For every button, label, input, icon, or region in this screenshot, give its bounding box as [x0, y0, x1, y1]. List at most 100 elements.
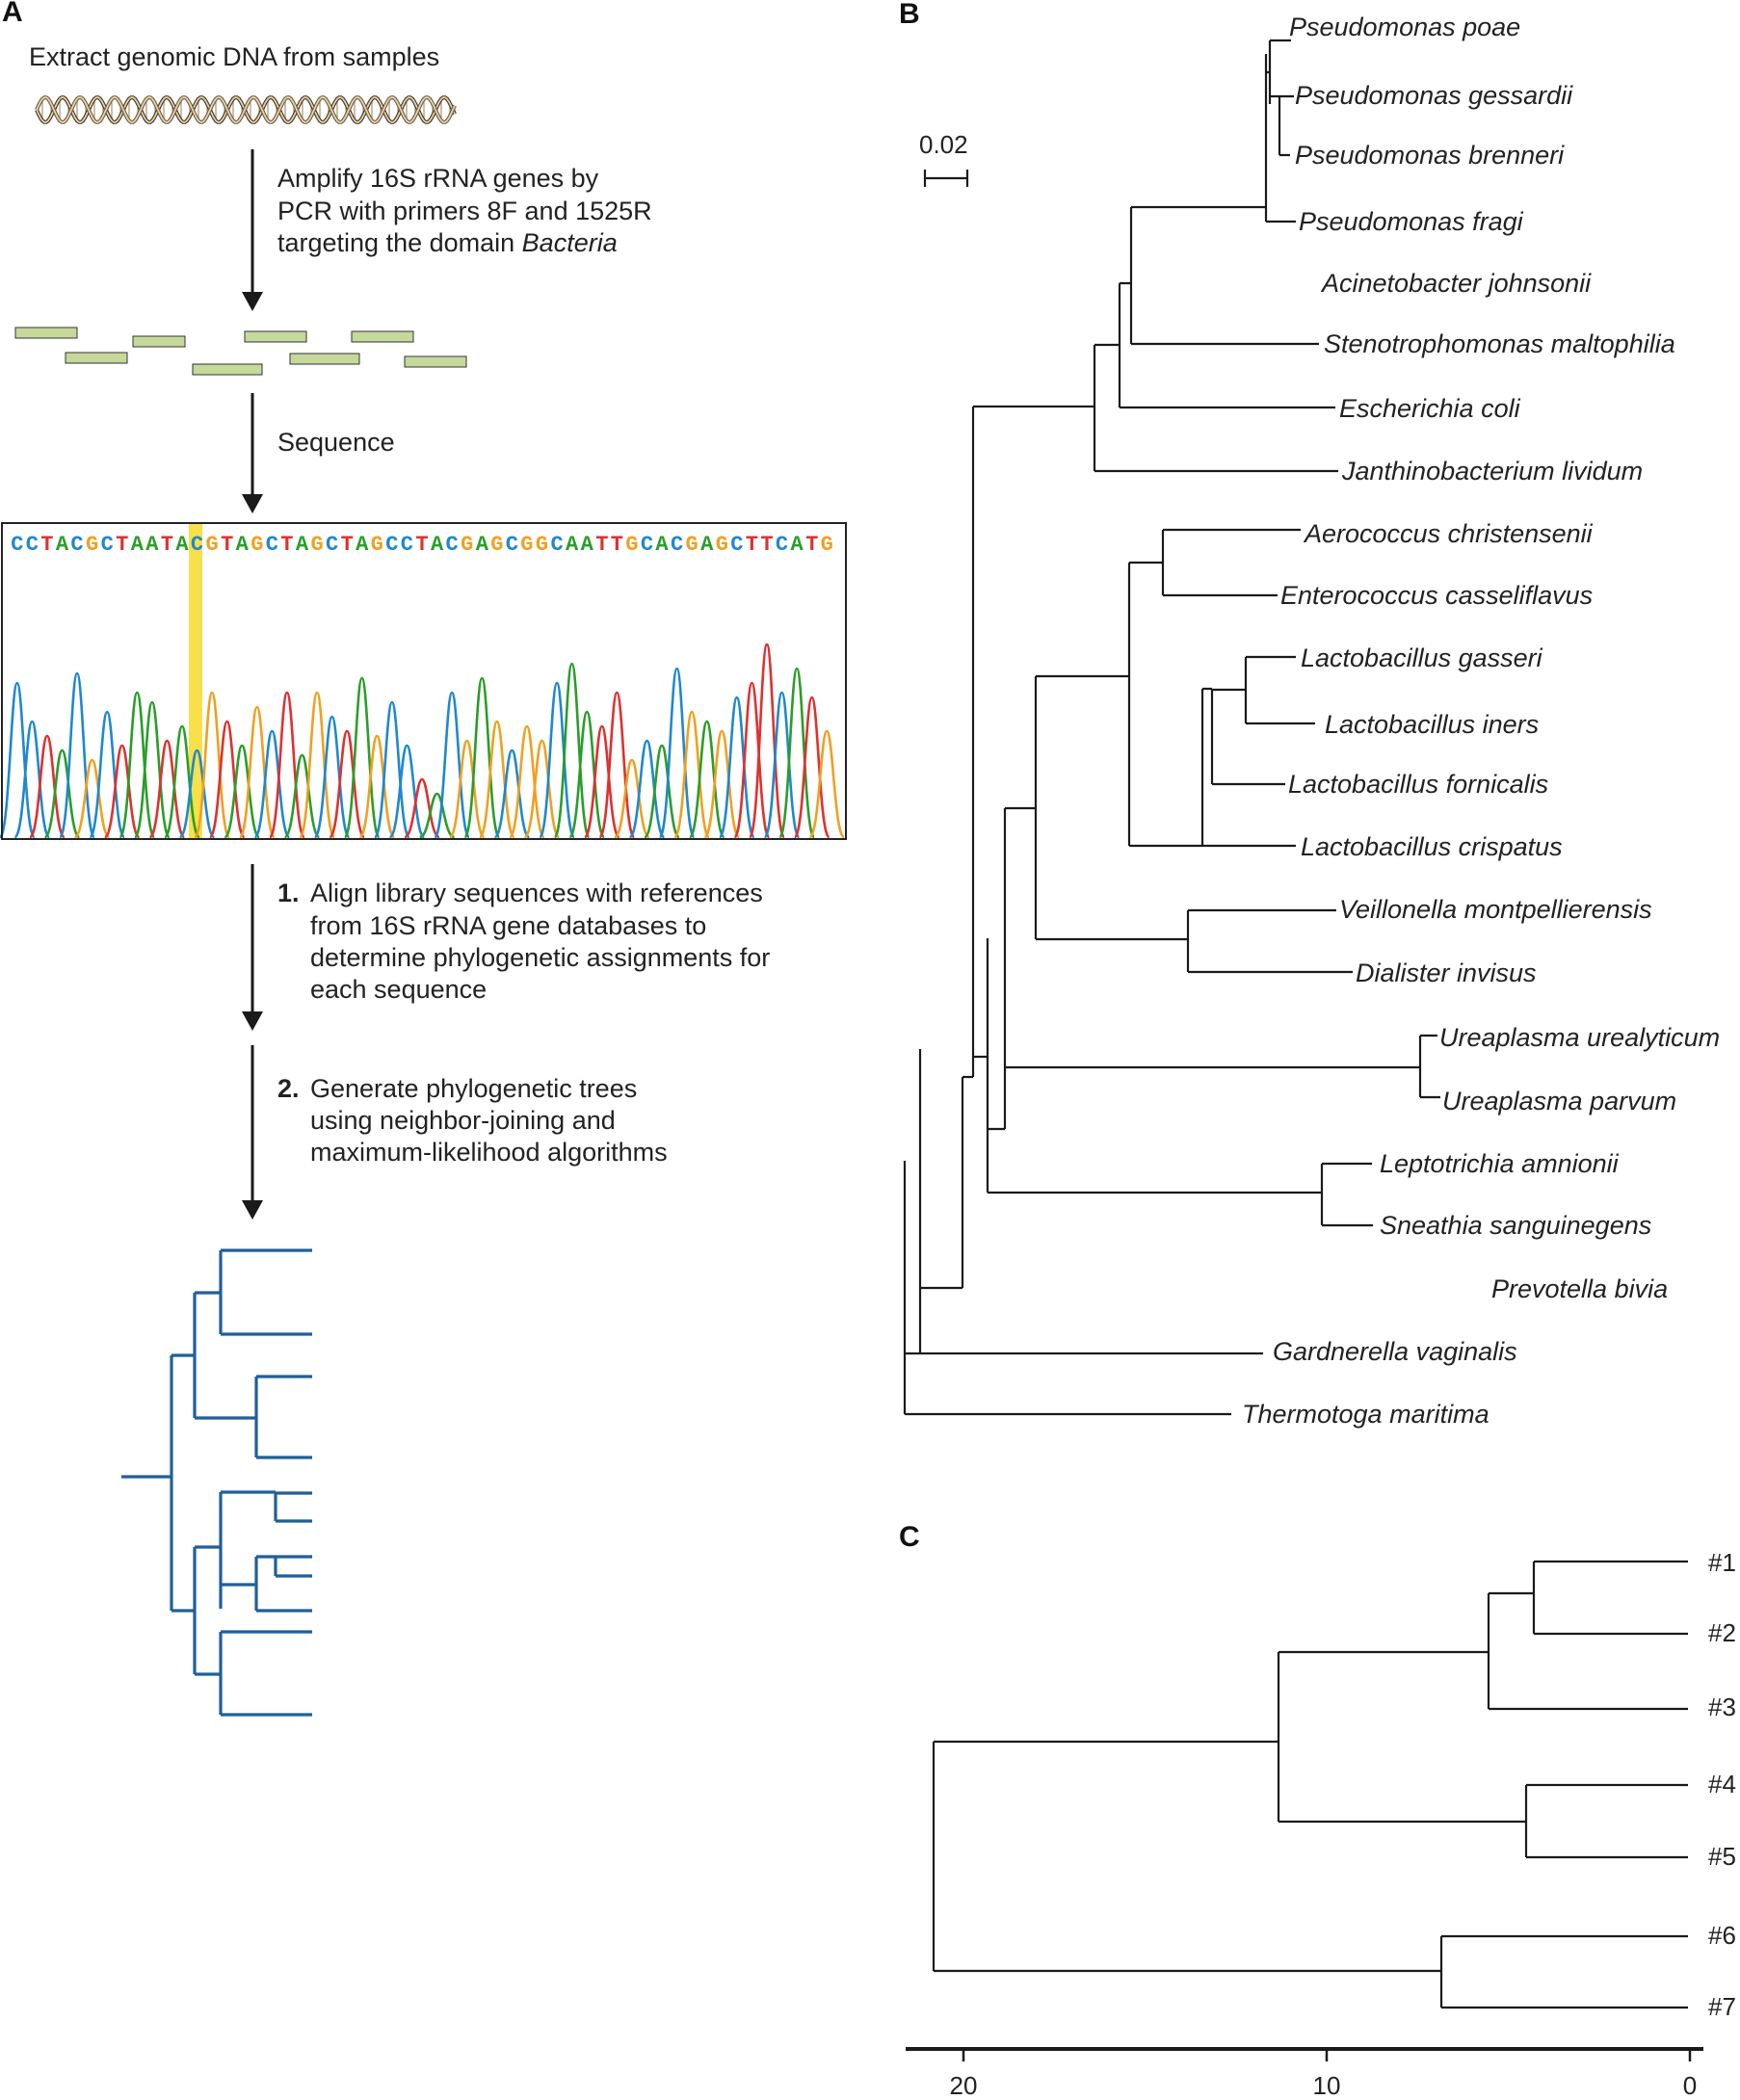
amplicon — [132, 335, 186, 348]
chromatogram-peak — [523, 739, 561, 839]
arrow-1 — [242, 149, 263, 311]
taxon-label: Pseudomonas brenneri — [1295, 141, 1565, 170]
extract-dna-text: Extract genomic DNA from samples — [29, 42, 439, 71]
sequence-base: G — [310, 533, 323, 557]
tree-branch — [171, 1353, 195, 1613]
chromatogram-peak — [672, 710, 711, 839]
taxon-label: Veillonella montpellierensis — [1339, 895, 1652, 924]
sequence-base: T — [595, 533, 608, 557]
sequence-base: A — [131, 533, 145, 557]
chromatogram-peak — [478, 720, 515, 839]
taxon-label: Enterococcus casseliflavus — [1280, 581, 1593, 610]
chromatogram-peak — [733, 681, 771, 839]
example-phylogenetic-tree — [121, 1248, 312, 1717]
panel-a-letter: A — [2, 0, 23, 28]
tree-branch — [274, 1491, 312, 1523]
taxon-label: Prevotella bivia — [1491, 1274, 1668, 1303]
taxon-label: Stenotrophomonas maltophilia — [1324, 329, 1675, 358]
amplify-text-line3-plain: targeting the domain — [277, 228, 522, 257]
chromatogram-peak — [388, 744, 426, 839]
arrow-4 — [242, 1045, 263, 1220]
tree-branch — [254, 1555, 312, 1613]
taxon-label: Thermotoga maritima — [1242, 1400, 1490, 1429]
chromatogram-peak — [238, 705, 276, 839]
taxon-label: Janthinobacterium lividum — [1341, 457, 1643, 486]
chromatogram-peak — [808, 729, 846, 839]
sequence-base: G — [205, 533, 218, 557]
taxon-label: Leptotrichia amnionii — [1380, 1149, 1620, 1178]
chromatogram-peaks — [0, 643, 846, 839]
taxon-label: Lactobacillus gasseri — [1301, 643, 1543, 672]
tree-branch — [219, 1630, 312, 1717]
chromatogram-peak — [13, 720, 51, 839]
panel-c-letter: C — [899, 1521, 920, 1553]
sequence-base: C — [550, 533, 563, 557]
sequence-base: T — [40, 533, 53, 557]
taxon-label: Pseudomonas fragi — [1299, 207, 1524, 236]
step1-text-line3: determine phylogenetic assignments for — [310, 943, 770, 972]
sequence-base: C — [730, 533, 743, 557]
amplicon — [289, 353, 360, 365]
sequence-base: C — [671, 533, 683, 557]
sample-label: #3 — [1708, 1693, 1736, 1721]
sequence-base: T — [221, 533, 233, 557]
tree-branch — [193, 1291, 256, 1420]
highlighted-base — [189, 523, 202, 839]
scale-bar-line — [923, 170, 969, 187]
chromatogram-peak — [433, 691, 471, 839]
tree-branch — [219, 1248, 312, 1336]
taxon-label: Aerococcus christensenii — [1303, 519, 1594, 548]
sequence-base: T — [280, 533, 293, 557]
sequence-text: Sequence — [277, 428, 395, 457]
dna-strand-highlight — [36, 96, 456, 123]
sample-label: #4 — [1708, 1770, 1736, 1798]
sample-label: #5 — [1708, 1842, 1736, 1871]
taxon-label: Ureaplasma urealyticum — [1439, 1023, 1720, 1052]
amplify-text-line2: PCR with primers 8F and 1525R — [277, 197, 652, 225]
chromatogram-peak — [28, 734, 66, 839]
sequence-base: A — [236, 533, 250, 557]
sequence-base: C — [385, 533, 398, 557]
sequence-base: C — [70, 533, 83, 557]
chromatogram-peak — [568, 710, 606, 839]
taxon-label: Lactobacillus iners — [1325, 710, 1539, 739]
sequence-base: G — [821, 533, 833, 557]
chromatogram-peak — [283, 753, 321, 839]
chromatogram-peak — [208, 720, 246, 839]
chromatogram-peak — [628, 739, 666, 839]
chromatogram-peak — [343, 676, 381, 839]
sequence-base: G — [520, 533, 533, 557]
chromatogram-peak — [119, 691, 156, 839]
sequence-base: C — [506, 533, 518, 557]
sequence-base: C — [191, 533, 203, 557]
step2-line1: Generate phylogenetic trees — [310, 1074, 637, 1103]
chromatogram-peak — [688, 720, 725, 839]
chromatogram-peak — [493, 748, 531, 839]
amplify-text-line3: targeting the domain Bacteria — [277, 228, 618, 257]
chromatogram-peak — [224, 744, 261, 839]
chromatogram-peak — [643, 744, 681, 839]
sequence-base: A — [175, 533, 189, 557]
amplicon — [244, 330, 307, 343]
chromatogram-peak — [373, 700, 411, 839]
chromatogram-peak — [763, 691, 801, 839]
tree-branch — [219, 1490, 276, 1609]
sequence-base: G — [716, 533, 728, 557]
arrow-2 — [242, 393, 263, 513]
sequence-base: G — [250, 533, 263, 557]
chromatogram-peak — [253, 729, 291, 839]
taxon-label: Escherichia coli — [1339, 394, 1521, 423]
sequence-base: T — [116, 533, 128, 557]
chromatogram-peak — [404, 777, 440, 839]
arrow-3 — [242, 864, 263, 1031]
amplicon-fragments — [14, 327, 467, 376]
chromatogram-peak — [583, 724, 620, 839]
sample-label: #2 — [1708, 1618, 1736, 1647]
taxon-label: Gardnerella vaginalis — [1273, 1337, 1517, 1366]
phylogenetic-tree-b — [903, 39, 1440, 1416]
scale-bar-label: 0.02 — [919, 130, 968, 159]
sample-label: #6 — [1708, 1921, 1736, 1950]
sequence-base: A — [356, 533, 369, 557]
